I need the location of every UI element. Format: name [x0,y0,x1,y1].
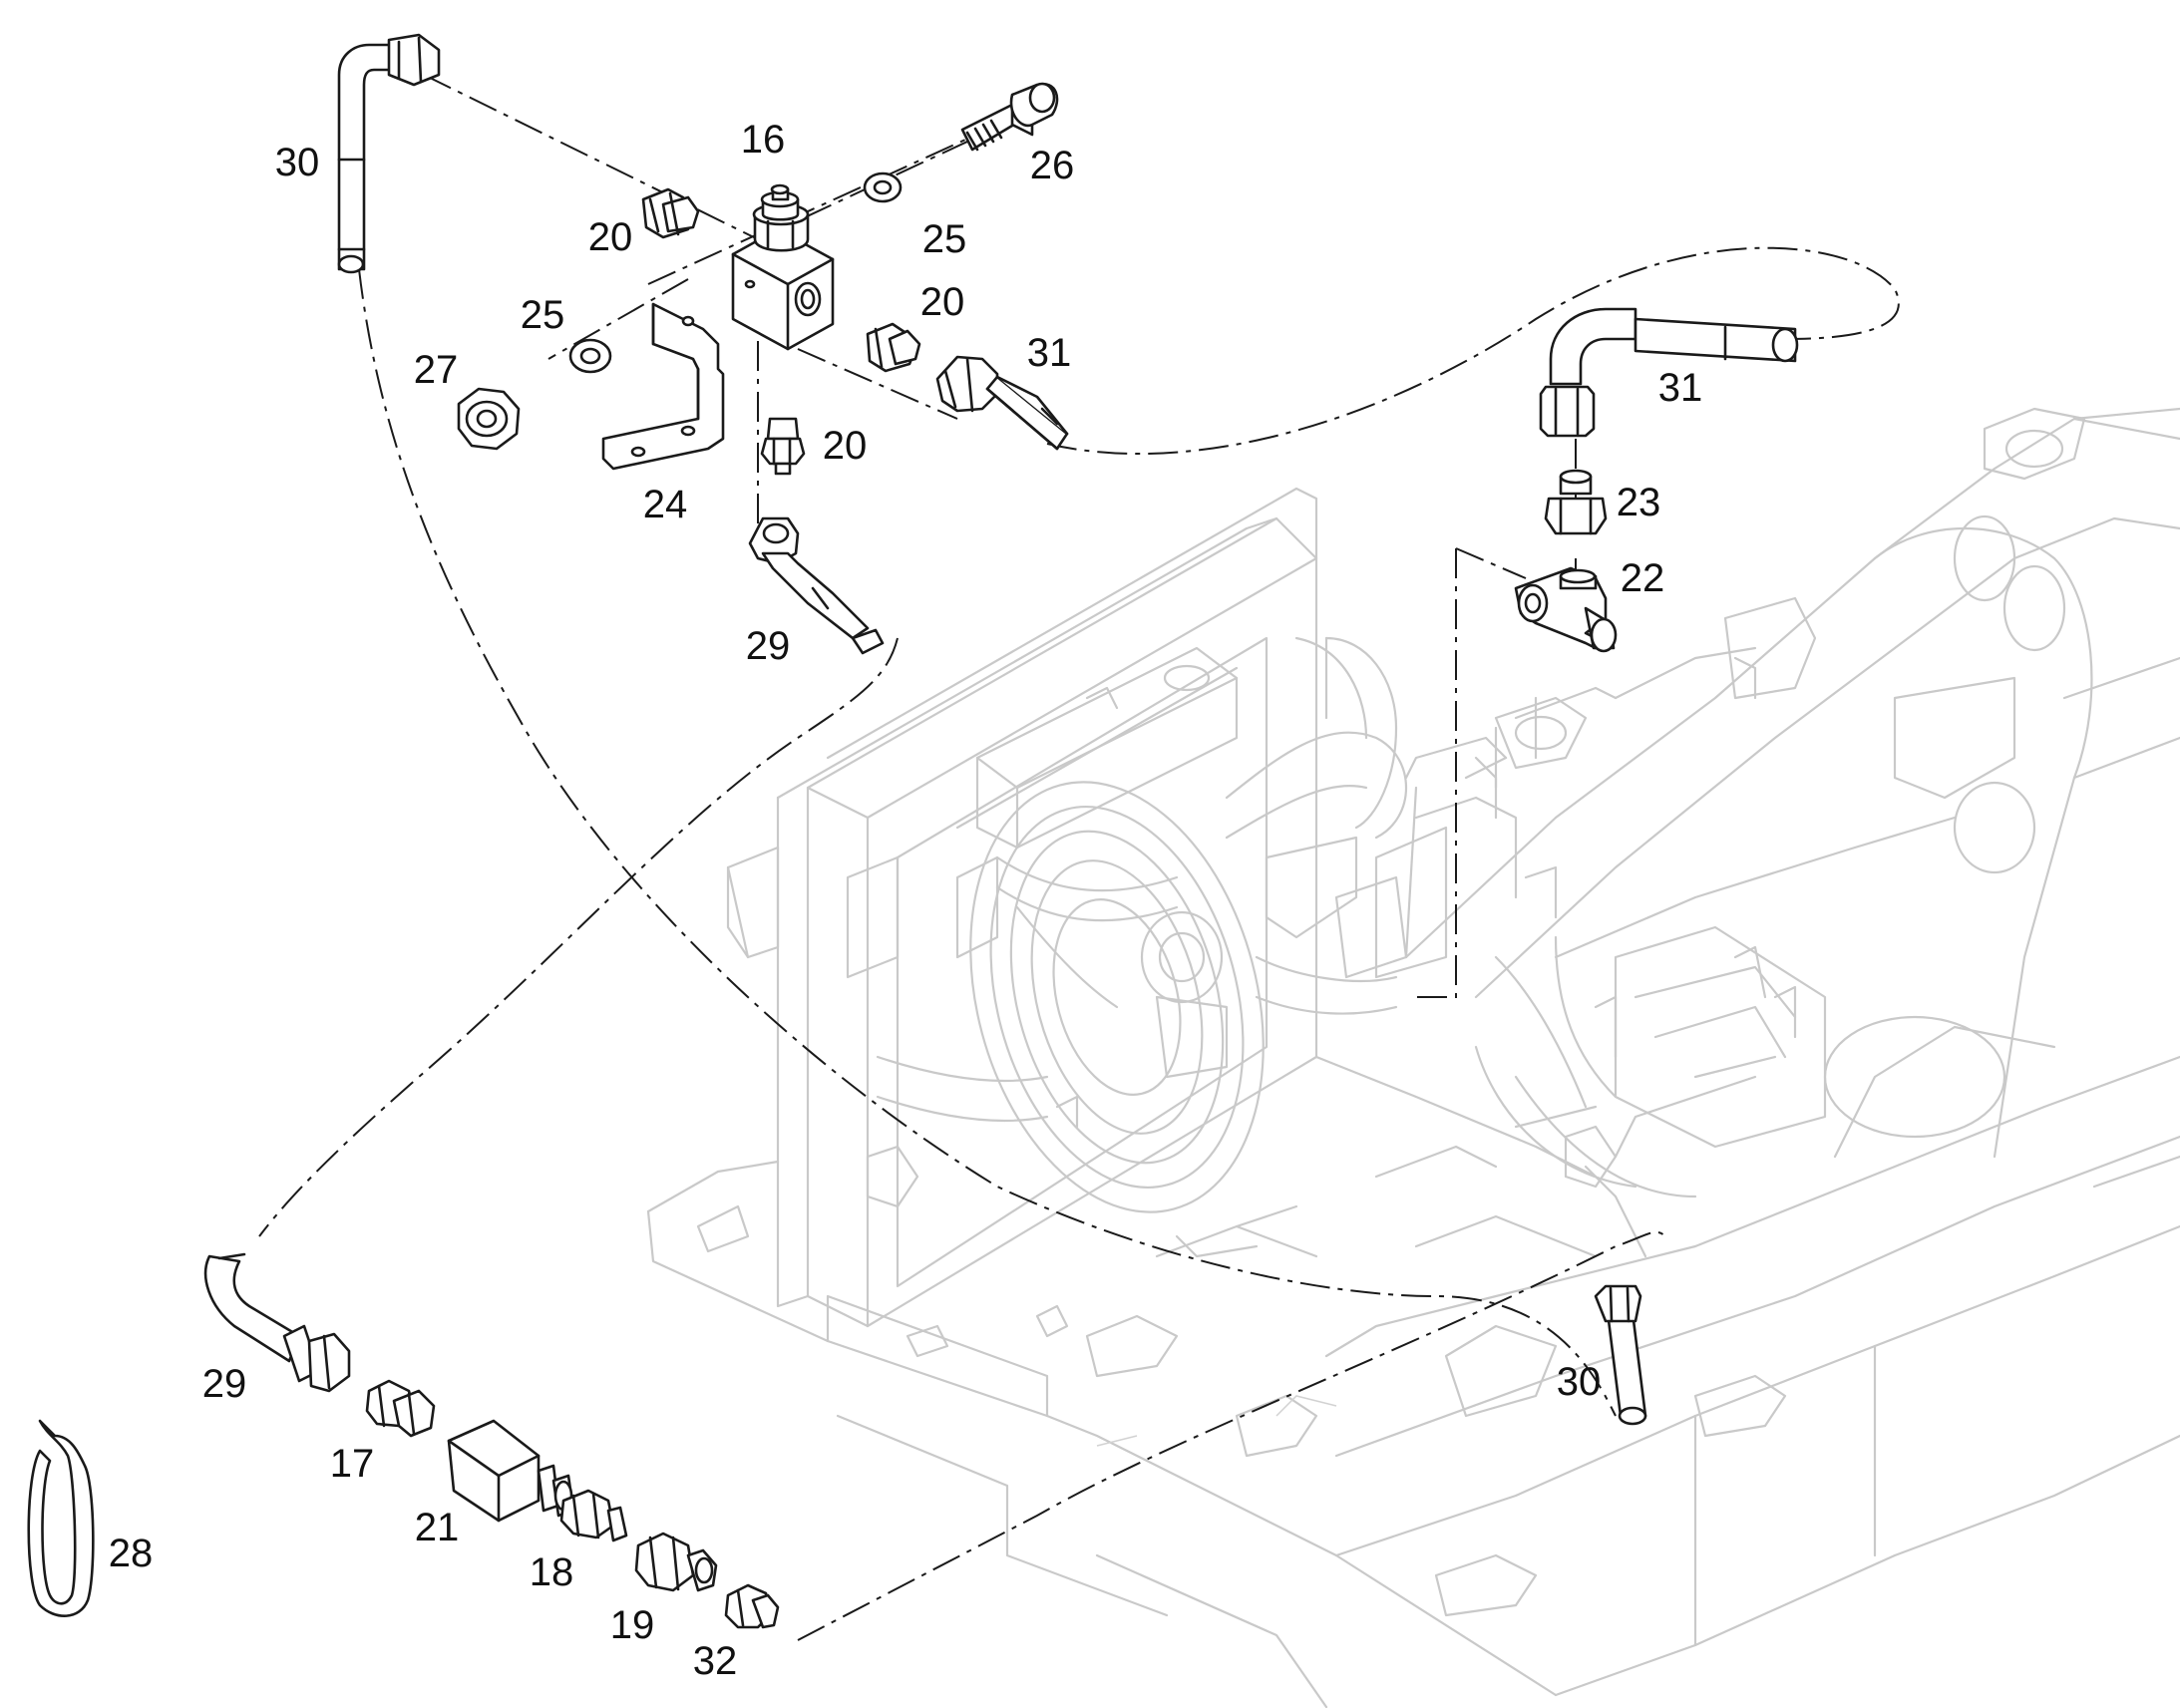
callout-25-upper: 25 [921,217,967,261]
tie-band-28 [27,1419,95,1617]
callout-17: 17 [329,1442,375,1486]
callout-24: 24 [642,483,688,526]
hose-29-upper [748,516,885,655]
callout-20-right: 20 [919,280,965,324]
callout-27: 27 [413,348,459,392]
washer-25-upper [863,171,903,203]
fitting-20-upper-left [641,187,700,239]
callout-23: 23 [1616,481,1661,524]
fitting-23 [1544,469,1608,535]
callout-22: 22 [1620,556,1665,600]
tee-fitting-22 [1514,566,1618,653]
callout-20-lower: 20 [822,424,868,468]
callout-32: 32 [692,1639,738,1683]
callout-30-upper: 30 [274,141,320,184]
callout-20-upper-left: 20 [587,215,633,259]
valve-block-16 [731,183,835,351]
fitting-20-lower [760,417,806,476]
machine-frame-ghost [646,407,2180,1708]
callout-18: 18 [529,1550,574,1594]
fitting-17 [365,1379,436,1438]
callout-29-lower: 29 [201,1362,247,1406]
hose-31-right [1539,307,1799,438]
callout-29-upper: 29 [745,624,791,668]
callout-31-right: 31 [1657,366,1703,410]
callout-28: 28 [108,1532,154,1575]
callout-16: 16 [740,118,786,162]
bolt-26 [960,82,1059,152]
washer-25-lower [568,338,612,374]
hose-31-left [935,355,1069,451]
fitting-20-right [866,322,921,373]
callout-30-lower: 30 [1556,1360,1602,1404]
callout-26: 26 [1029,144,1075,187]
assembly-center-lines [258,74,1900,1641]
fitting-32 [724,1583,780,1629]
callout-25-lower: 25 [520,293,565,337]
callout-21: 21 [414,1506,460,1549]
callout-31-left: 31 [1026,331,1072,375]
fitting-19 [634,1532,718,1592]
callout-19: 19 [609,1603,655,1647]
fitting-18 [559,1489,628,1542]
hose-30-upper [337,33,441,274]
hose-30-lower [1594,1284,1647,1426]
inline-filter-21 [447,1419,575,1523]
bracket-24 [601,302,725,471]
nut-27 [457,387,521,451]
hose-29-lower [203,1252,351,1393]
